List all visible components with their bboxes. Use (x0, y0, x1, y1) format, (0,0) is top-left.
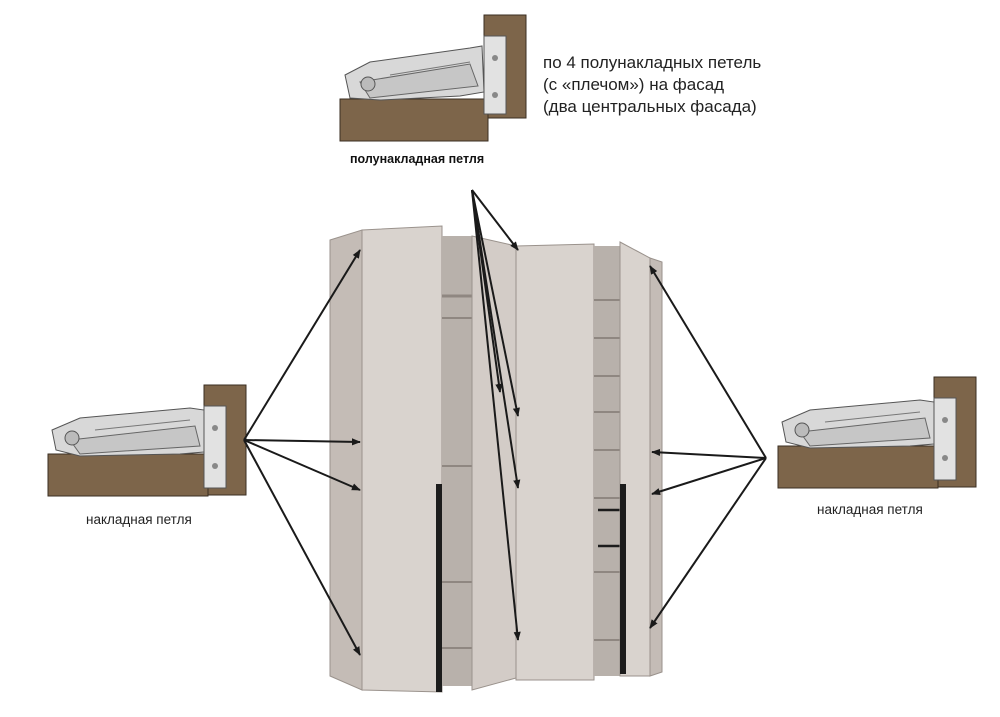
hinge-screw (942, 417, 948, 423)
hinge-mount-plate (483, 35, 507, 115)
arrow-left-2 (243, 438, 361, 446)
interior-right (594, 246, 624, 676)
arrow-right-3 (651, 457, 767, 495)
center-right-door (515, 243, 595, 681)
description-line: по 4 полунакладных петель (543, 53, 762, 72)
arrows (243, 189, 767, 656)
hinge-screw (492, 55, 498, 61)
arrow-right-2 (651, 448, 767, 459)
arrow-top-1 (471, 189, 519, 251)
right-overlay-hinge-label: накладная петля (817, 502, 923, 517)
hinge-cup (69, 425, 201, 455)
cabinet-shelf-board (339, 98, 489, 142)
arrow-right-4 (649, 457, 767, 629)
hinge-screw (212, 463, 218, 469)
left-door-handle (436, 484, 442, 692)
hinge-screw (492, 92, 498, 98)
hinge-pivot (794, 422, 810, 438)
cabinet-shelf-board (777, 445, 939, 489)
left-door (361, 225, 443, 693)
hinge-cup (359, 63, 479, 99)
half-overlay-hinge-illustration (339, 14, 527, 142)
hinge-pivot (360, 76, 376, 92)
hinge-mount-plate (203, 405, 227, 489)
arrow-top-5 (471, 189, 503, 393)
wardrobe-right-side (649, 257, 663, 677)
arrow-left-1 (243, 249, 361, 441)
description-line: (с «плечом») на фасад (543, 75, 725, 94)
description-line: (два центральных фасада) (543, 97, 757, 116)
right-overlay-hinge-illustration (777, 376, 977, 489)
arrow-right-1 (649, 265, 767, 459)
hinge-cup (799, 417, 931, 447)
hinge-pivot (64, 430, 80, 446)
arrow-left-3 (243, 439, 361, 491)
left-overlay-hinge-illustration (47, 384, 247, 497)
half-overlay-hinge-label: полунакладная петля (350, 152, 485, 166)
hinge-mount-plate (933, 397, 957, 481)
hinge-arm-line (824, 411, 921, 423)
wardrobe-left-side (329, 229, 363, 691)
hinge-arm-line (94, 419, 191, 431)
arrow-left-4 (243, 439, 361, 656)
center-left-door (471, 235, 517, 691)
right-door-handle (620, 484, 626, 674)
left-overlay-hinge-label: накладная петля (86, 512, 192, 527)
wardrobe (329, 225, 663, 693)
arrow-top-2 (471, 189, 520, 417)
cabinet-shelf-board (47, 453, 209, 497)
interior-left (442, 236, 472, 686)
arrow-top-4 (471, 189, 521, 641)
hinge-screw (212, 425, 218, 431)
hinge-description: по 4 полунакладных петель (с «плечом») н… (543, 52, 761, 118)
hinge-screw (942, 455, 948, 461)
hinge-arm-line (389, 61, 471, 76)
